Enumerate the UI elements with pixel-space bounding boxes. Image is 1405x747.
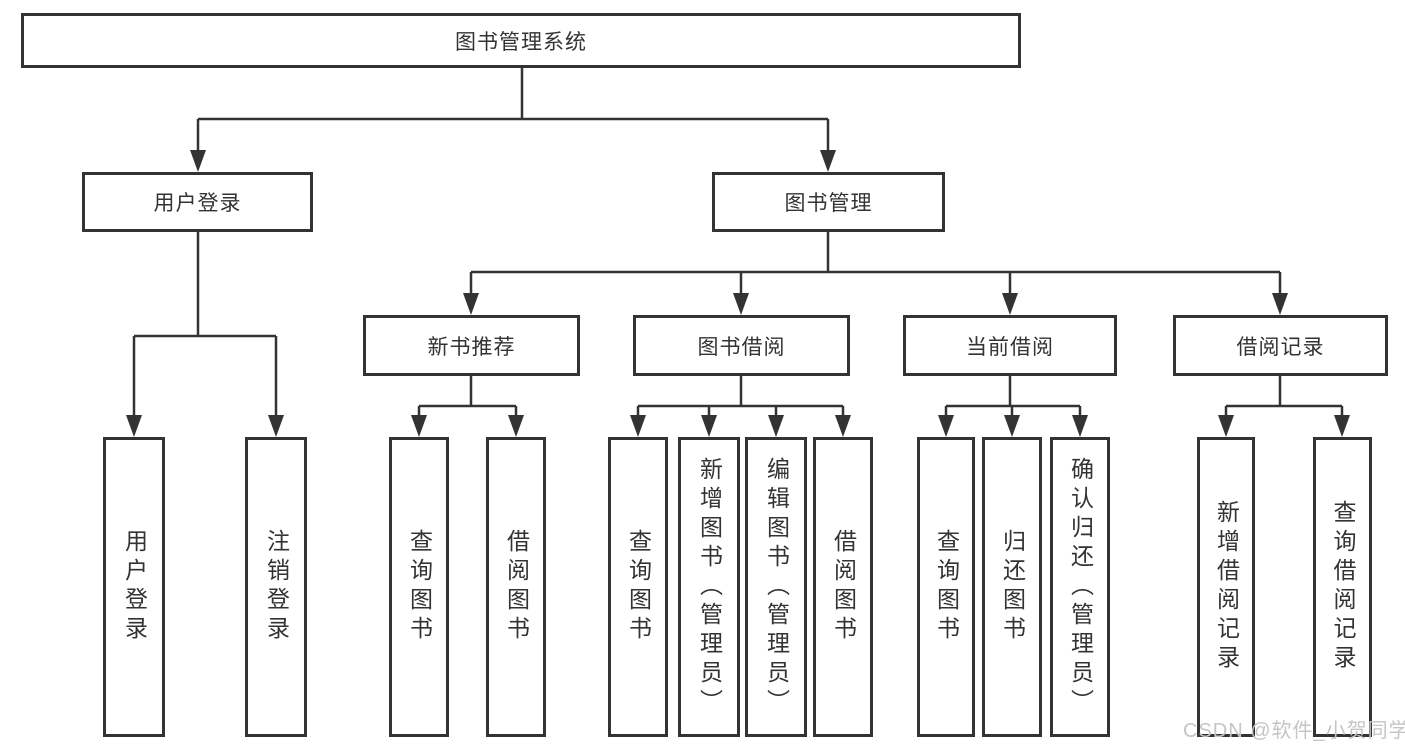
node-label: 图书管理系统	[455, 30, 587, 54]
leaf-add-book-admin: 新增图书（管理员）	[678, 437, 740, 737]
leaf-add-borrow-record: 新增借阅记录	[1197, 437, 1255, 737]
node-label: 查询图书	[625, 529, 652, 645]
leaf-borrow-books: 借阅图书	[813, 437, 873, 737]
node-label: 查询图书	[406, 529, 433, 645]
node-root-system: 图书管理系统	[21, 13, 1021, 68]
node-label: 用户登录	[153, 192, 242, 215]
node-label: 编辑图书（管理员）	[763, 456, 790, 718]
node-label: 图书管理	[784, 192, 873, 215]
leaf-return-books: 归还图书	[982, 437, 1042, 737]
node-label: 归还图书	[999, 529, 1026, 645]
node-book-borrowing: 图书借阅	[633, 315, 850, 376]
node-book-management: 图书管理	[712, 172, 945, 232]
leaf-query-books-current: 查询图书	[917, 437, 975, 737]
node-borrowing-records: 借阅记录	[1173, 315, 1388, 376]
node-label: 借阅记录	[1236, 335, 1325, 359]
leaf-borrow-books-recommend: 借阅图书	[486, 437, 546, 737]
node-label: 借阅图书	[830, 529, 857, 645]
node-label: 当前借阅	[966, 335, 1054, 359]
leaf-query-borrow-record: 查询借阅记录	[1313, 437, 1372, 737]
csdn-watermark: CSDN @软件_小贺同学	[1183, 720, 1405, 742]
node-new-book-recommend: 新书推荐	[363, 315, 580, 376]
node-label: 查询借阅记录	[1330, 500, 1356, 674]
leaf-edit-book-admin: 编辑图书（管理员）	[745, 437, 807, 737]
node-label: 确认归还（管理员）	[1067, 456, 1094, 718]
node-label: 图书借阅	[697, 335, 786, 359]
node-label: 注销登录	[263, 529, 290, 645]
leaf-confirm-return-admin: 确认归还（管理员）	[1050, 437, 1110, 737]
node-user-login: 用户登录	[82, 172, 313, 232]
node-label: 新增图书（管理员）	[696, 456, 723, 718]
node-current-borrowing: 当前借阅	[903, 315, 1117, 376]
leaf-query-books-borrowing: 查询图书	[608, 437, 668, 737]
node-label: 新书推荐	[427, 335, 516, 359]
node-label: 用户登录	[121, 529, 148, 645]
node-label: 新增借阅记录	[1213, 500, 1240, 674]
leaf-logout-login: 注销登录	[245, 437, 307, 737]
node-label: 查询图书	[933, 529, 960, 645]
leaf-query-books-recommend: 查询图书	[389, 437, 449, 737]
node-label: 借阅图书	[503, 529, 530, 645]
leaf-user-login: 用户登录	[103, 437, 165, 737]
